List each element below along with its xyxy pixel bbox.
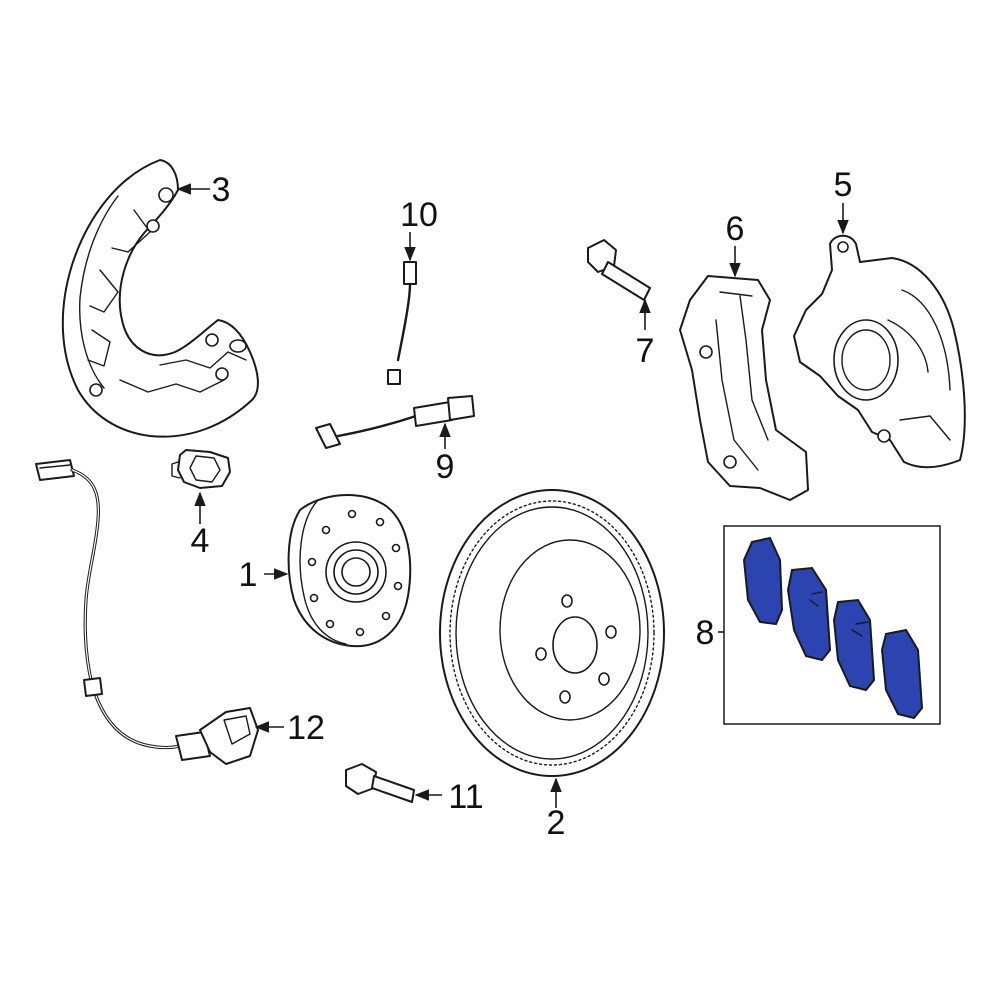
wheel-hub[interactable] bbox=[287, 494, 412, 648]
callout-7[interactable]: 7 bbox=[636, 332, 655, 370]
bracket-bolt[interactable] bbox=[587, 239, 651, 301]
wear-sensor-upper[interactable] bbox=[387, 261, 417, 385]
callout-3[interactable]: 3 bbox=[212, 171, 231, 209]
leader-lines bbox=[176, 183, 849, 808]
callout-6[interactable]: 6 bbox=[726, 210, 745, 248]
callout-2[interactable]: 2 bbox=[547, 804, 566, 842]
brake-pad-1[interactable] bbox=[742, 536, 784, 626]
brake-pad-2[interactable] bbox=[786, 566, 832, 662]
callout-12[interactable]: 12 bbox=[287, 709, 325, 747]
brake-pad-4[interactable] bbox=[880, 628, 924, 720]
caliper-bracket[interactable] bbox=[679, 275, 809, 501]
wear-sensor-lower[interactable] bbox=[315, 395, 475, 449]
callout-8[interactable]: 8 bbox=[696, 614, 715, 652]
brake-pad-kit[interactable] bbox=[723, 525, 941, 725]
callout-5[interactable]: 5 bbox=[834, 166, 853, 204]
callout-10[interactable]: 10 bbox=[400, 196, 438, 234]
dust-shield[interactable] bbox=[61, 159, 259, 438]
brake-caliper[interactable] bbox=[793, 234, 966, 468]
callout-11[interactable]: 11 bbox=[448, 778, 483, 816]
callout-4[interactable]: 4 bbox=[191, 522, 210, 560]
callout-labels: 1 2 3 4 5 6 7 8 9 10 11 12 bbox=[191, 166, 853, 842]
caliper-bolt-lower[interactable] bbox=[345, 763, 415, 803]
abs-sensor-harness[interactable] bbox=[35, 459, 259, 765]
callout-9[interactable]: 9 bbox=[436, 448, 455, 486]
hub-bolt[interactable] bbox=[171, 449, 231, 489]
callout-1[interactable]: 1 bbox=[239, 556, 258, 594]
brake-rotor[interactable] bbox=[439, 489, 665, 777]
